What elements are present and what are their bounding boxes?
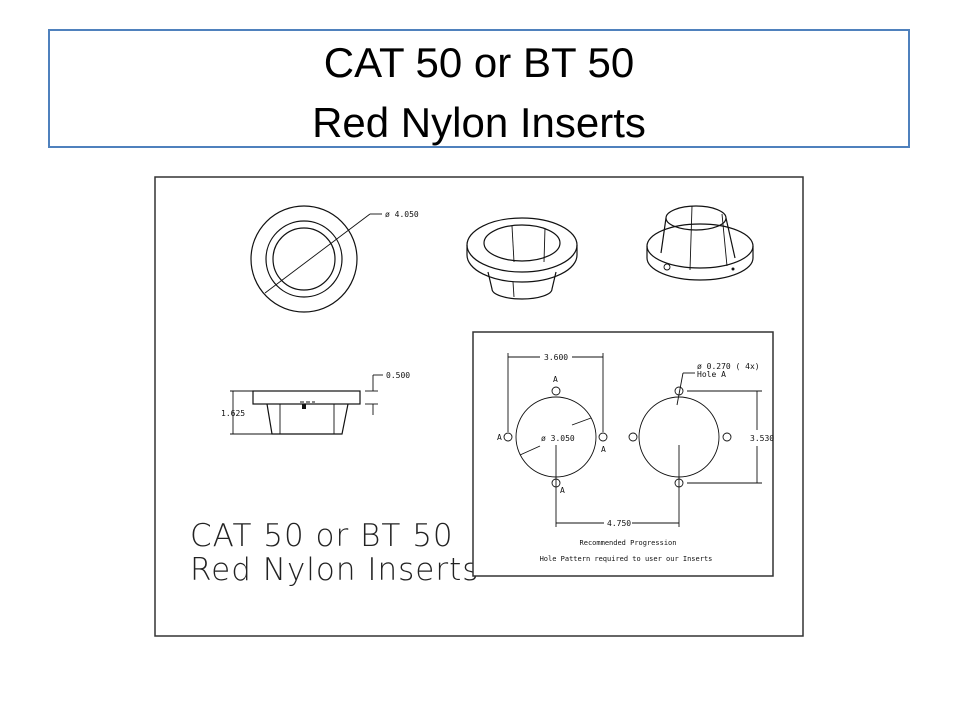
caption-recommended: Recommended Progression [580,539,677,547]
side-view-flange-label: 0.500 [386,371,410,380]
side-view-height-label: 1.625 [221,409,245,418]
iso-view-bottom [466,217,578,300]
iso-view-top [646,205,754,281]
slide-title-line1: CAT 50 or BT 50 [323,39,635,86]
drawing-title-line2: Red Nylon Inserts [190,552,479,588]
caption-hole-pattern: Hole Pattern required to user our Insert… [540,555,713,563]
top-view: ø 4.050 [250,205,419,313]
height-dim-label: 3.530 [750,434,774,443]
slide-title-line2: Red Nylon Inserts [312,99,646,146]
side-view: 1.625 0.500 [221,371,410,435]
circle-diameter-label: ø 3.050 [541,434,575,443]
hole-callout-label: ø 0.270 ( 4x) [697,362,760,371]
hole-marker: A [553,375,558,384]
hole-marker: A [601,445,606,454]
hole-label: Hole A [697,370,726,379]
hole-pattern-detail: 3.600 A A A A ø 3.050 ø 0.270 ( 4x) Hole… [472,331,774,577]
hole-marker: A [560,486,565,495]
slide-title-box: CAT 50 or BT 50 Red Nylon Inserts [48,29,910,148]
width-dim-label: 3.600 [544,353,568,362]
top-view-diameter-label: ø 4.050 [385,210,419,219]
drawing-title-line1: CAT 50 or BT 50 [190,518,454,554]
hole-marker: A [497,433,502,442]
spacing-dim-label: 4.750 [607,519,631,528]
